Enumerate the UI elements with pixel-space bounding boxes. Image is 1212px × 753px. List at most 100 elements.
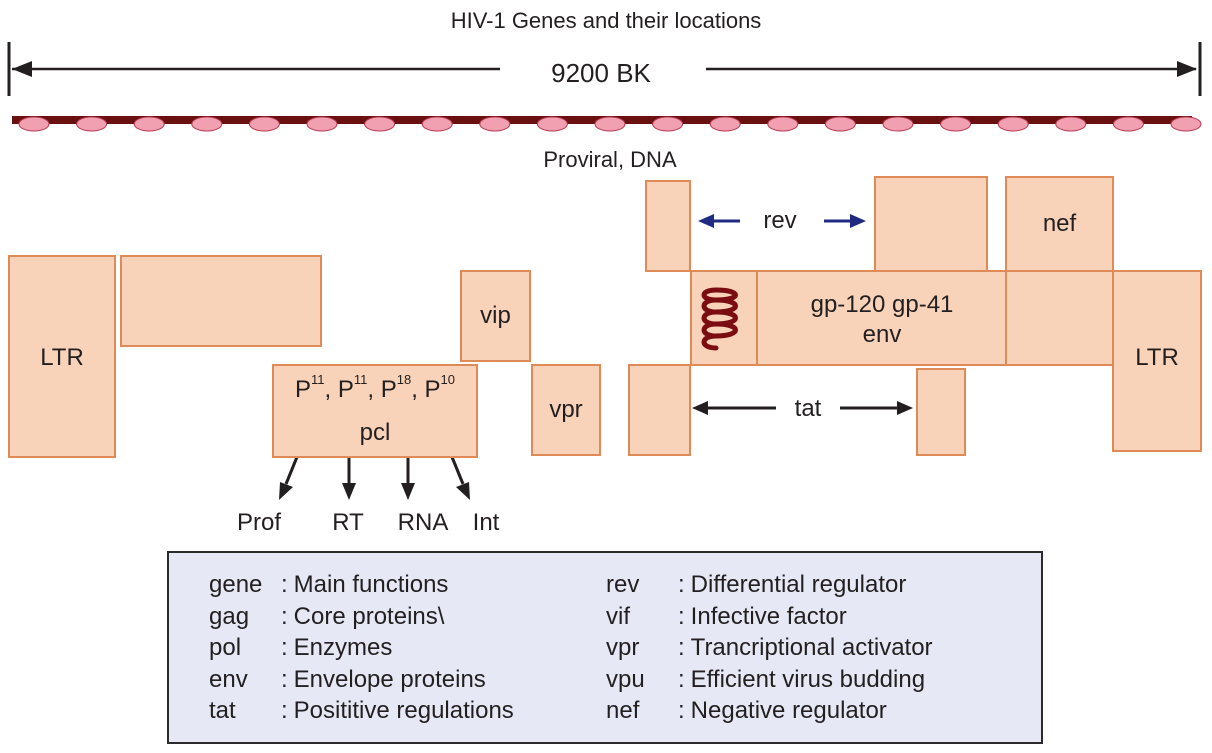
legend-function: Core proteins\ [293, 602, 445, 630]
legend-row: tat:Posititive regulations [209, 695, 514, 727]
pcl-proteins-label: P11, P11, P18, P10 [294, 372, 456, 403]
legend-row: vpu:Efficient virus budding [606, 664, 933, 696]
dna-bead [536, 116, 568, 132]
rev-arrows [698, 214, 866, 228]
nef-label: nef [1042, 210, 1077, 237]
legend-separator: : [678, 634, 685, 661]
legend-gene: vpr [606, 634, 640, 661]
rev-exon1-box [645, 180, 691, 272]
dna-bead [997, 116, 1029, 132]
legend-function: Enzymes [293, 634, 393, 661]
legend-row: vif:Infective factor [606, 601, 933, 633]
pcl-protein-2: P11 [337, 372, 368, 403]
legend-separator: : [281, 697, 288, 724]
env-label: env [862, 321, 902, 348]
dna-bead [364, 116, 396, 132]
dna-bead [76, 116, 108, 132]
vpr-box [531, 364, 601, 456]
pcl-protein-3: P18 [380, 372, 412, 403]
legend-row: vpr:Trancriptional activator [606, 632, 933, 664]
legend-separator: : [678, 602, 685, 630]
legend-separator: : [281, 602, 288, 630]
dna-bead [767, 116, 799, 132]
legend-gene: vif [606, 602, 630, 630]
legend-gene: gene [209, 571, 263, 598]
vpr-label: vpr [549, 396, 583, 423]
legend-function: Efficient virus budding [690, 665, 926, 693]
dna-bead [824, 116, 856, 132]
ltr-right-box [1112, 270, 1202, 452]
legend-row: pol:Enzymes [209, 632, 514, 664]
legend-row: nef:Negative regulator [606, 695, 933, 727]
tat-exon2-box [916, 368, 966, 456]
proviral-dna-label: Proviral, DNA [543, 147, 677, 172]
legend-function: Negative regulator [690, 697, 887, 724]
ltr-right-label: LTR [1135, 344, 1179, 371]
legend-function: Posititive regulations [293, 697, 514, 724]
dna-bead [882, 116, 914, 132]
legend-separator: : [678, 665, 685, 693]
vip-label: vip [480, 302, 511, 329]
legend-function: Main functions [293, 571, 449, 598]
product-rna: RNA [397, 509, 449, 536]
legend-function: Envelope proteins [293, 665, 486, 693]
legend-separator: : [281, 634, 288, 661]
legend-function: Infective factor [690, 602, 847, 630]
tat-label: tat [794, 395, 822, 422]
legend-gene: vpu [606, 665, 645, 693]
legend-gene: env [209, 665, 248, 693]
product-prof: Prof [236, 509, 281, 536]
legend-gene: rev [606, 571, 640, 598]
dna-bead [1055, 116, 1087, 132]
dna-bead [479, 116, 511, 132]
dna-bead [709, 116, 741, 132]
pcl-box [272, 364, 478, 458]
legend-gene: gag [209, 602, 250, 630]
proviral-dna-strand [12, 116, 1202, 132]
legend-row: rev:Differential regulator [606, 569, 933, 601]
diagram-title: HIV-1 Genes and their locations [450, 8, 762, 33]
legend-separator: : [678, 697, 685, 724]
dna-bead [1170, 116, 1202, 132]
legend-row: gene:Main functions [209, 569, 514, 601]
legend-function: Trancriptional activator [690, 634, 933, 661]
genome-span-arrow [7, 42, 1202, 96]
dna-bead [594, 116, 626, 132]
dna-bead [652, 116, 684, 132]
pcl-protein-4: P10 [424, 372, 456, 403]
genome-length-label: 9200 BK [506, 58, 696, 89]
pcl-product-arrows [279, 456, 470, 500]
dna-bead [1112, 116, 1144, 132]
pcl-protein-1: P11 [294, 372, 325, 403]
vip-box [460, 270, 531, 362]
ltr-left-label: LTR [40, 344, 84, 371]
pcl-label: pcl [359, 419, 391, 446]
dna-bead [18, 116, 50, 132]
tat-exon1-box [628, 364, 691, 456]
dna-bead [191, 116, 223, 132]
legend-gene: nef [606, 697, 640, 724]
ltr-left-box [8, 255, 116, 458]
legend-gene: tat [209, 697, 236, 724]
dna-bead [421, 116, 453, 132]
legend-separator: : [281, 571, 288, 598]
legend-function: Differential regulator [690, 571, 907, 598]
env-nef-overlap-box [1005, 270, 1114, 366]
dna-bead [248, 116, 280, 132]
nef-box [1005, 176, 1114, 272]
legend-row: gag:Core proteins\ [209, 601, 514, 633]
dna-bead [133, 116, 165, 132]
product-int: Int [472, 509, 500, 536]
legend-separator: : [281, 665, 288, 693]
tat-arrows [692, 401, 913, 415]
legend-separator: : [678, 571, 685, 598]
gag-box [120, 255, 322, 347]
env-box [756, 270, 1008, 366]
product-rt: RT [332, 509, 364, 536]
env-signal-box [690, 270, 758, 366]
